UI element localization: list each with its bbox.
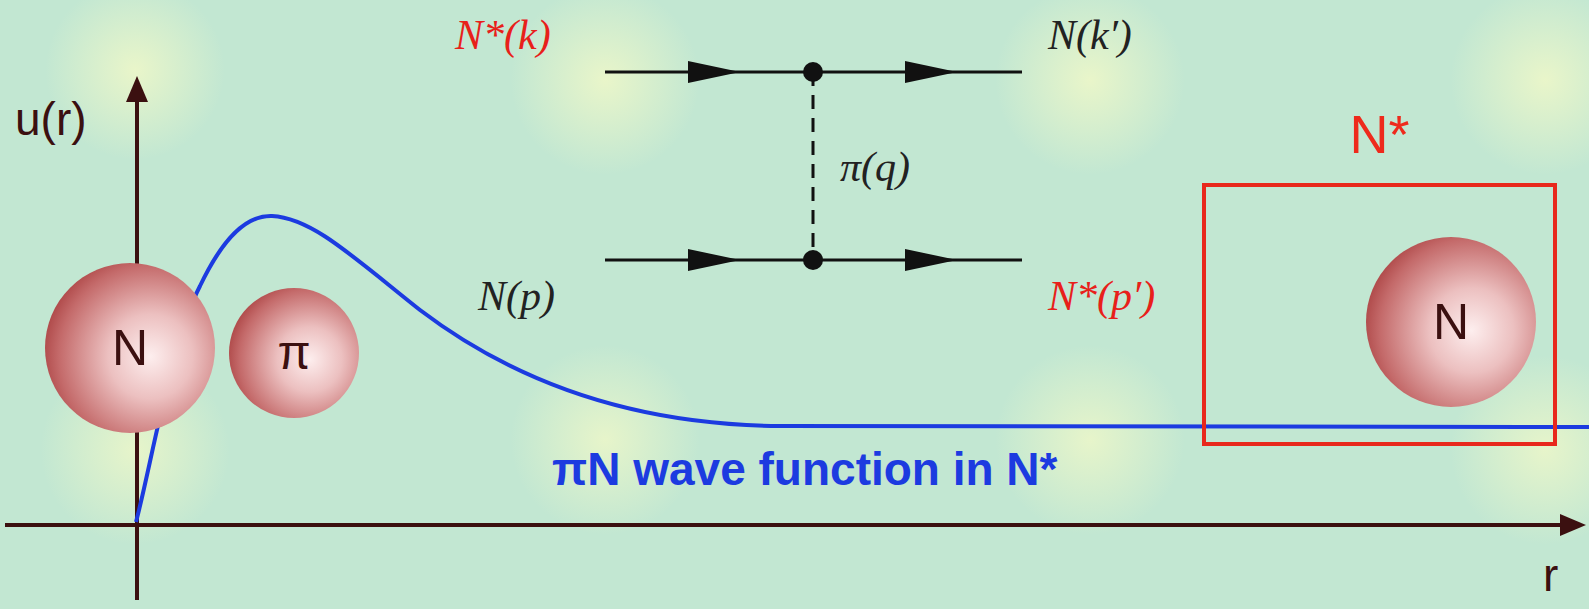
wave-function-curve xyxy=(136,216,1589,522)
resonance-box: N*N xyxy=(1202,183,1557,446)
particle-label: π(q) xyxy=(840,146,910,188)
particle-label: N*(p′) xyxy=(1048,275,1155,317)
particle-name: N xyxy=(112,323,148,373)
pion-ball: π xyxy=(229,288,359,418)
axis-label: r xyxy=(1543,552,1558,598)
particle-name: N xyxy=(1433,297,1469,347)
vertex-dot xyxy=(803,250,823,270)
axis-label: u(r) xyxy=(15,96,87,142)
horizontal-axis xyxy=(5,523,1565,527)
particle-label: N*(k) xyxy=(455,14,551,56)
caption-text: πN wave function in N* xyxy=(552,446,1057,492)
nucleon-ball: N xyxy=(1366,237,1536,407)
particle-name: π xyxy=(277,329,310,377)
box-heading: N* xyxy=(1206,107,1553,161)
axis-arrowhead xyxy=(1560,514,1586,536)
vertex-dot xyxy=(803,62,823,82)
arrowhead xyxy=(905,61,957,83)
particle-label: N(k′) xyxy=(1048,14,1132,56)
nucleon-ball: N xyxy=(45,263,215,433)
arrowhead xyxy=(688,249,740,271)
pion-exchange-line xyxy=(812,72,815,260)
axis-arrowhead xyxy=(126,76,148,102)
arrowhead xyxy=(905,249,957,271)
particle-label: N(p) xyxy=(478,275,555,317)
arrowhead xyxy=(688,61,740,83)
